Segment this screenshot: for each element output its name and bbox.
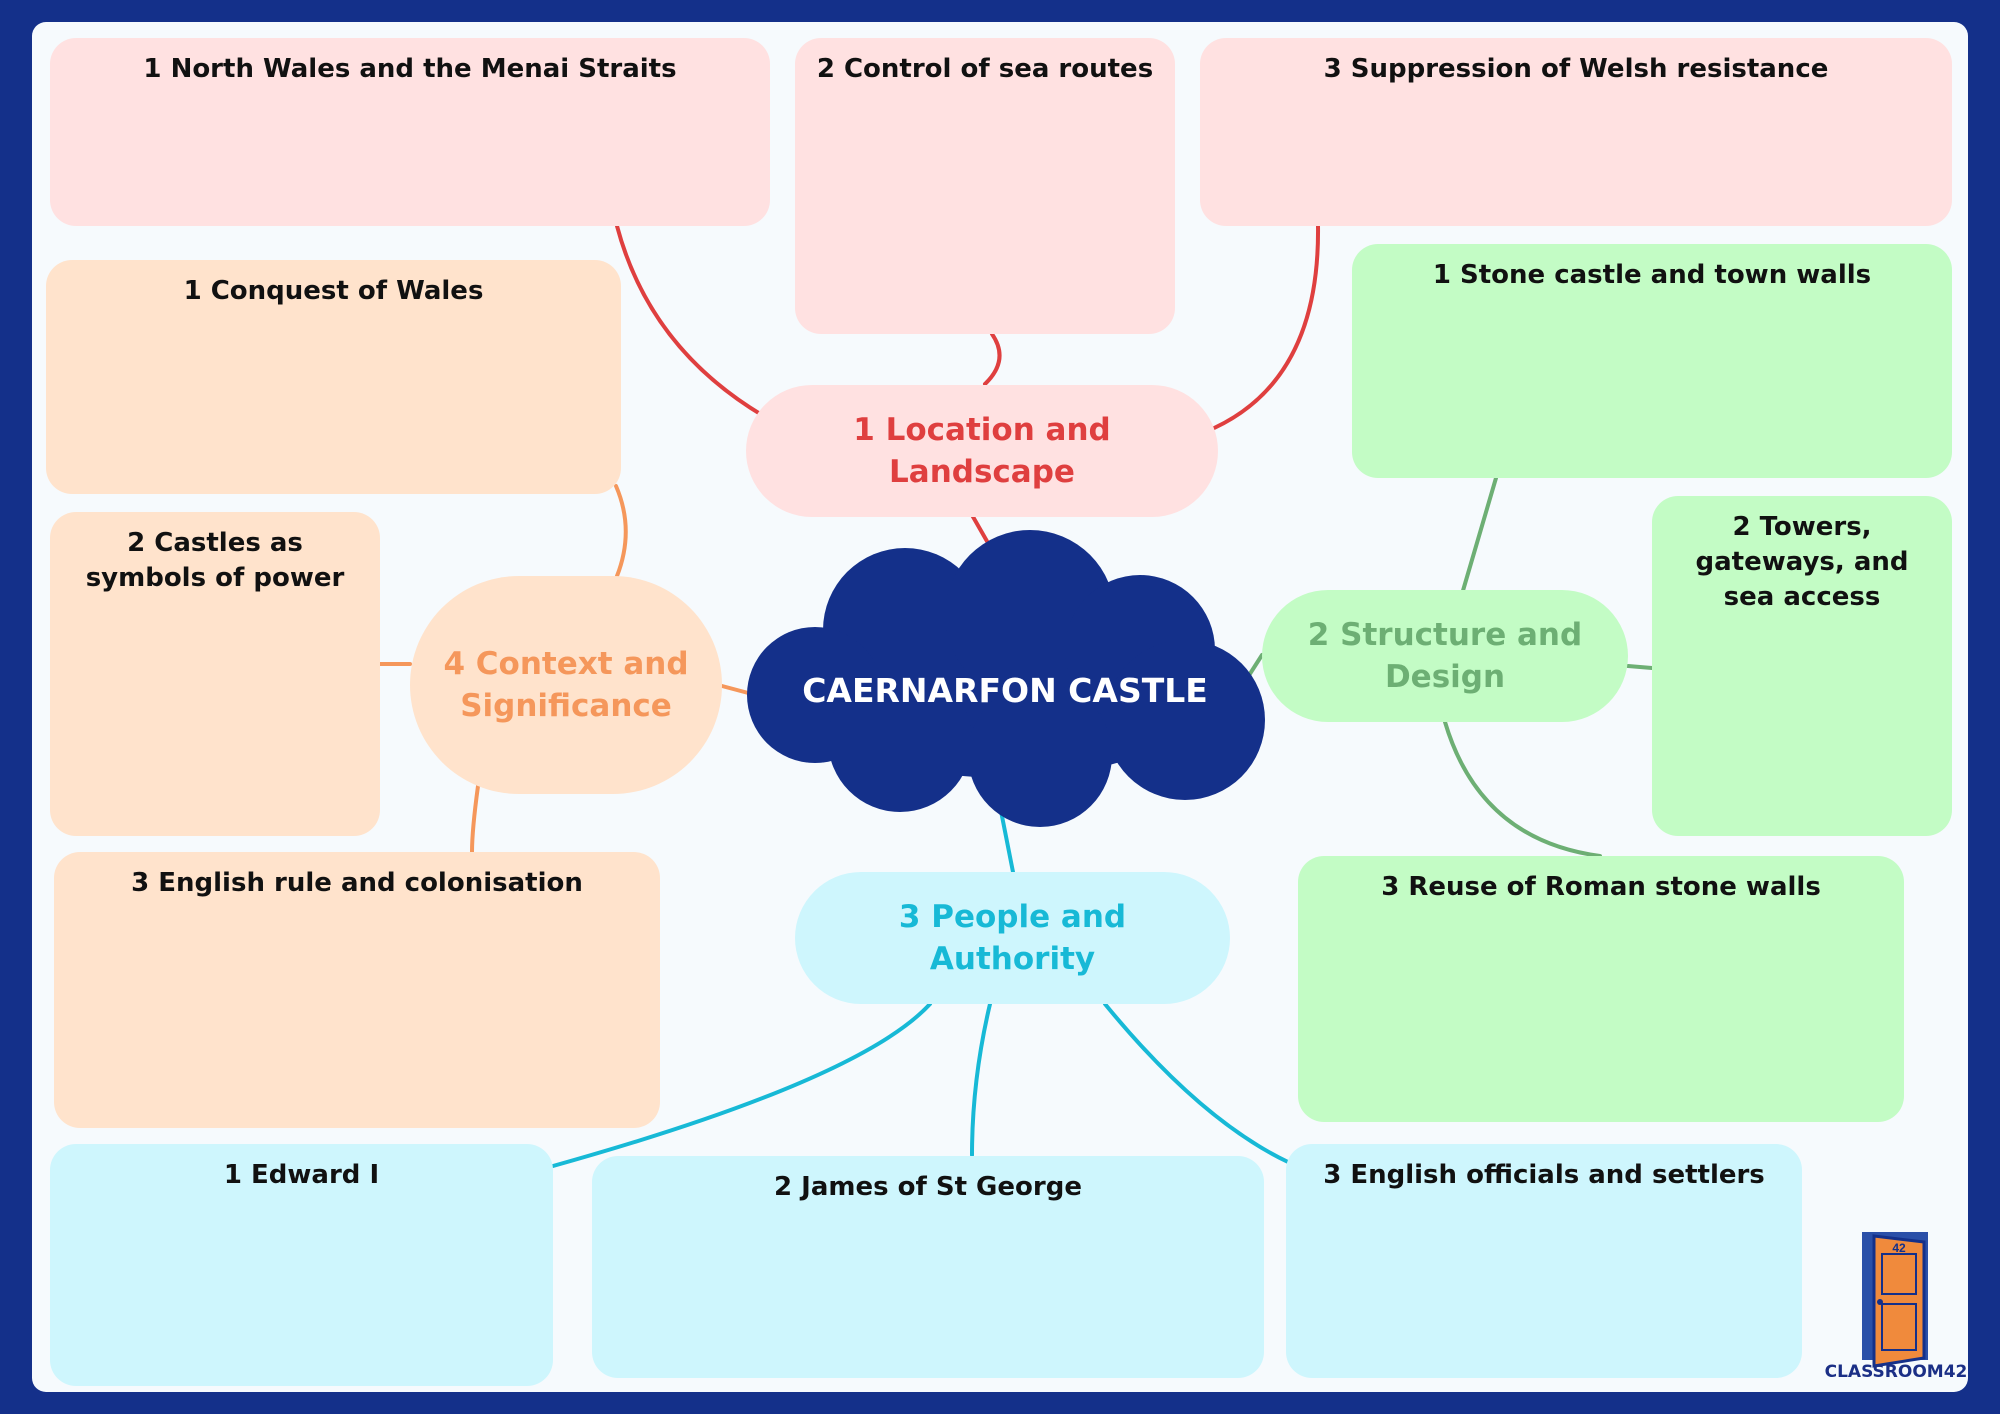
context-item-label: 2 Castles as symbols of power — [85, 528, 345, 593]
branch-context-node: 4 Context and Significance — [410, 576, 722, 794]
context-item-box: 1 Conquest of Wales — [46, 260, 621, 494]
structure-item-label: 1 Stone castle and town walls — [1432, 260, 1872, 290]
people-item-label: 2 James of St George — [774, 1172, 1082, 1202]
central-topic: CAERNARFON CASTLE — [802, 670, 1208, 710]
people-item-box: 3 English officials and settlers — [1286, 1144, 1802, 1378]
location-item-label: 2 Control of sea routes — [816, 54, 1154, 84]
people-item-label: 3 English officials and settlers — [1323, 1160, 1765, 1190]
context-item-label: 3 English rule and colonisation — [131, 868, 583, 898]
structure-item-label: 2 Towers, gateways, and sea access — [1695, 512, 1909, 612]
door-icon: 42 — [1862, 1232, 1928, 1368]
branch-structure-node: 2 Structure and Design — [1262, 590, 1628, 722]
structure-item-box: 3 Reuse of Roman stone walls — [1298, 856, 1904, 1122]
branch-people-node: 3 People and Authority — [795, 872, 1230, 1004]
location-item-label: 1 North Wales and the Menai Straits — [143, 54, 677, 84]
structure-item-box: 2 Towers, gateways, and sea access — [1652, 496, 1952, 836]
location-item-box: 3 Suppression of Welsh resistance — [1200, 38, 1952, 226]
context-item-box: 3 English rule and colonisation — [54, 852, 660, 1128]
context-item-box: 2 Castles as symbols of power — [50, 512, 380, 836]
people-item-box: 1 Edward I — [50, 1144, 553, 1386]
location-item-box: 1 North Wales and the Menai Straits — [50, 38, 770, 226]
context-item-label: 1 Conquest of Wales — [183, 276, 484, 306]
door-number: 42 — [1892, 1241, 1906, 1255]
classroom42-logo-text: CLASSROOM42 — [1824, 1362, 1968, 1382]
location-item-label: 3 Suppression of Welsh resistance — [1323, 54, 1829, 84]
structure-item-box: 1 Stone castle and town walls — [1352, 244, 1952, 478]
center-cloud-shape — [747, 530, 1265, 827]
structure-item-label: 3 Reuse of Roman stone walls — [1381, 872, 1821, 902]
branch-location-node: 1 Location and Landscape — [746, 385, 1218, 517]
people-item-label: 1 Edward I — [223, 1160, 380, 1190]
people-item-box: 2 James of St George — [592, 1156, 1264, 1378]
location-item-box: 2 Control of sea routes — [795, 38, 1175, 334]
